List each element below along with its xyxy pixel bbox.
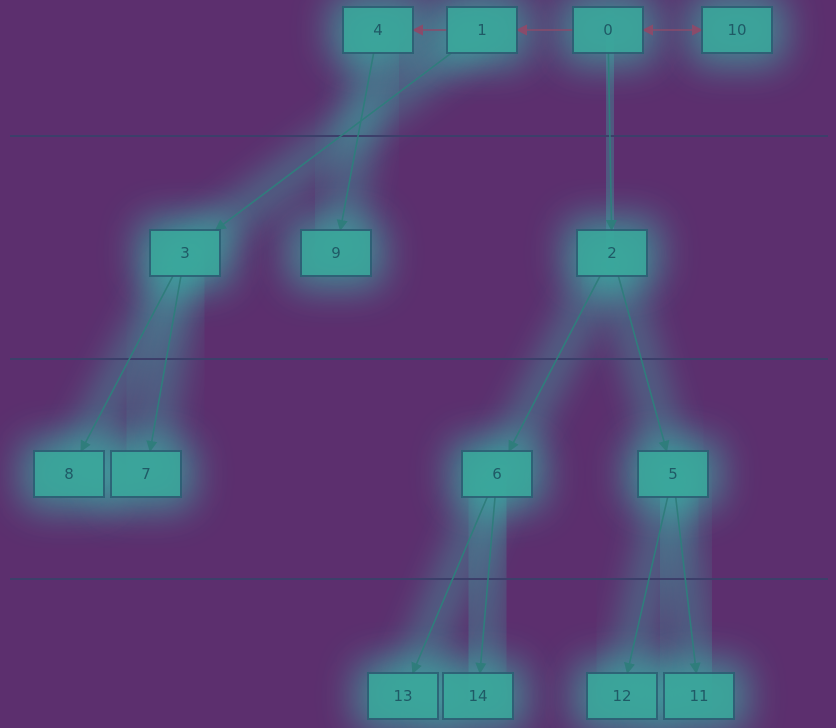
- tree-node-14: 14: [442, 672, 514, 720]
- node-box: [663, 672, 735, 720]
- node-box: [149, 229, 221, 277]
- node-box: [701, 6, 773, 54]
- tree-node-6: 6: [461, 450, 533, 498]
- child-edge: [674, 496, 701, 675]
- node-box: [461, 450, 533, 498]
- tree-node-4: 4: [342, 6, 414, 54]
- child-edge: [336, 52, 375, 232]
- node-label: 0: [603, 21, 613, 39]
- node-box: [572, 6, 644, 54]
- child-edge: [411, 496, 488, 675]
- node-label: 1: [477, 21, 487, 39]
- tree-node-1: 1: [446, 6, 518, 54]
- child-edge: [214, 52, 452, 231]
- node-box: [33, 450, 105, 498]
- node-label: 4: [373, 21, 383, 39]
- node-label: 7: [141, 465, 151, 483]
- node-label: 11: [689, 687, 708, 705]
- node-label: 5: [668, 465, 678, 483]
- tree-node-8: 8: [33, 450, 105, 498]
- node-box: [367, 672, 439, 720]
- child-edge: [80, 275, 174, 452]
- glow-layer: [20, 0, 786, 728]
- tree-node-11: 11: [663, 672, 735, 720]
- level-separators: [10, 135, 828, 580]
- tree-node-0: 0: [572, 6, 644, 54]
- node-label: 13: [393, 687, 412, 705]
- node-label: 8: [64, 465, 74, 483]
- tree-node-9: 9: [300, 229, 372, 277]
- tree-node-5: 5: [637, 450, 709, 498]
- child-edge: [617, 275, 670, 453]
- node-label: 3: [180, 244, 190, 262]
- edge-layer: [80, 24, 704, 675]
- node-label: 10: [727, 21, 746, 39]
- tree-node-3: 3: [149, 229, 221, 277]
- node-label: 9: [331, 244, 341, 262]
- child-edge: [624, 496, 669, 675]
- node-box: [342, 6, 414, 54]
- node-box: [586, 672, 658, 720]
- node-label: 12: [612, 687, 631, 705]
- node-box: [637, 450, 709, 498]
- tree-node-12: 12: [586, 672, 658, 720]
- node-box: [442, 672, 514, 720]
- node-box: [446, 6, 518, 54]
- tree-node-2: 2: [576, 229, 648, 277]
- node-box: [576, 229, 648, 277]
- node-label: 14: [468, 687, 487, 705]
- child-edge: [146, 275, 182, 453]
- tree-node-7: 7: [110, 450, 182, 498]
- child-edge: [508, 275, 601, 452]
- node-label: 6: [492, 465, 502, 483]
- child-edge: [475, 496, 496, 675]
- child-edge: [605, 52, 618, 232]
- node-label: 2: [607, 244, 617, 262]
- tree-node-10: 10: [701, 6, 773, 54]
- tree-node-13: 13: [367, 672, 439, 720]
- node-box: [110, 450, 182, 498]
- node-box: [300, 229, 372, 277]
